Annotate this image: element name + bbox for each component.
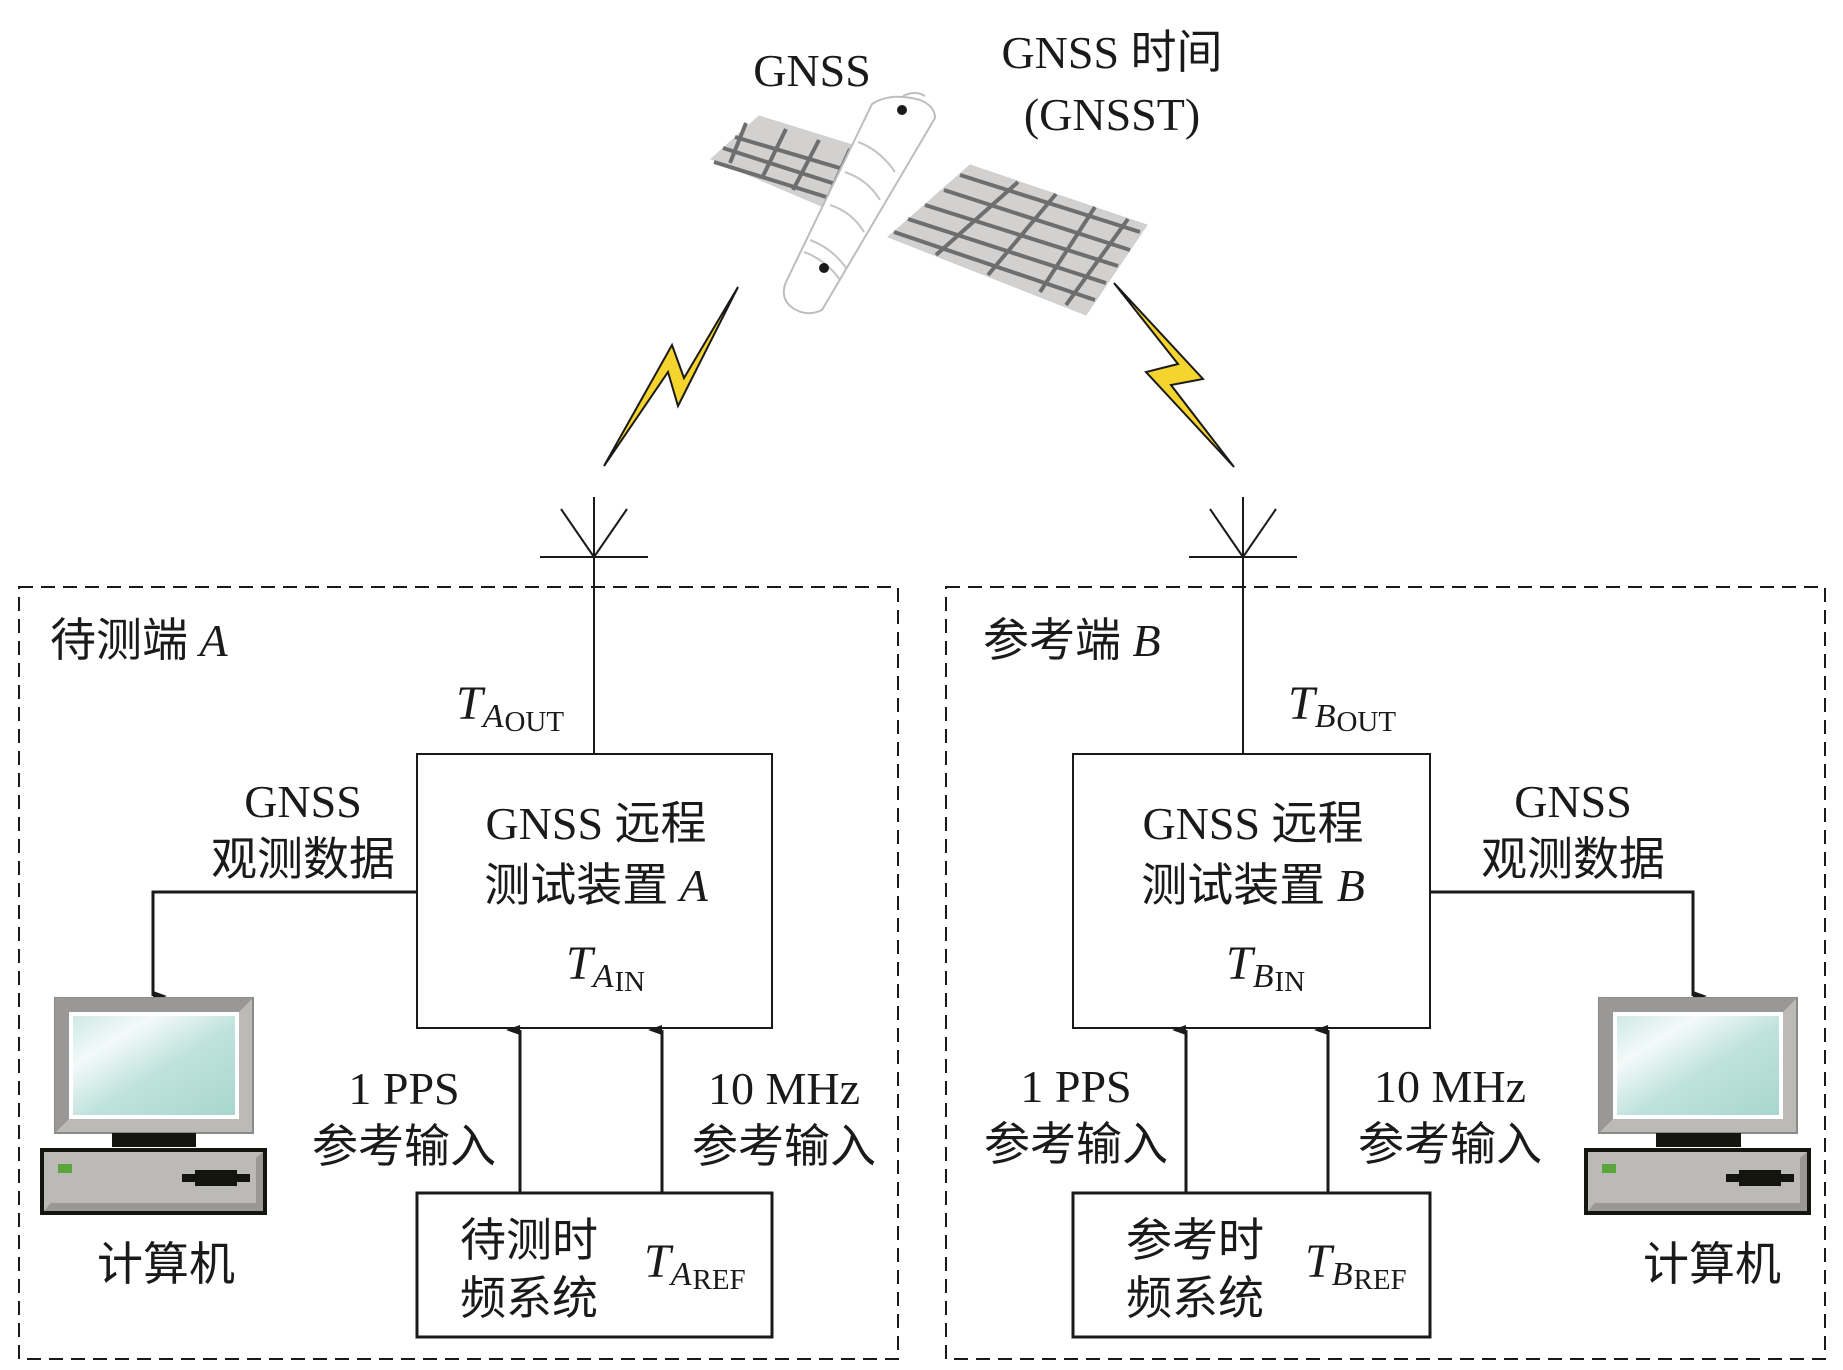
- mhz-label-b: 10 MHz 参考输入: [1358, 1061, 1542, 1170]
- t-in-a-label: TAIN: [566, 937, 646, 998]
- mhz-label-a: 10 MHz 参考输入: [692, 1063, 876, 1172]
- antenna-icon-b: [1189, 497, 1297, 754]
- power-led: [1602, 1164, 1616, 1173]
- t-ref-b-label: TBREF: [1305, 1235, 1407, 1296]
- power-led: [58, 1164, 72, 1173]
- solar-panel-right: [887, 164, 1148, 316]
- pps-label-b: 1 PPS 参考输入: [984, 1061, 1168, 1170]
- device-box-b: [1072, 753, 1431, 1029]
- signal-bolt-icon-right: [1113, 282, 1235, 468]
- t-in-b-label: TBIN: [1226, 937, 1306, 998]
- device-b-label: GNSS 远程 测试装置 B: [1141, 798, 1365, 911]
- sensor-dot: [819, 263, 829, 273]
- ref-system-a-label: 待测时 频系统: [460, 1215, 598, 1324]
- computer-icon-a: [40, 997, 267, 1215]
- gnss-time-label: GNSS 时间 (GNSST): [1001, 22, 1222, 146]
- obs-data-label-a: GNSS 观测数据: [211, 776, 395, 885]
- computer-a-label: 计算机: [97, 1239, 235, 1290]
- dashed-group-side-a: [18, 586, 899, 1360]
- side-b-title: 参考端 B: [983, 618, 1161, 664]
- satellite-icon: [710, 92, 1148, 316]
- obs-data-arrow-a: [151, 890, 417, 1001]
- dashed-group-side-b: [945, 586, 1826, 1360]
- t-out-a-label: TAOUT: [456, 677, 565, 738]
- gnss-time-label-line2: (GNSST): [1023, 89, 1201, 140]
- obs-data-label-b: GNSS 观测数据: [1481, 776, 1665, 885]
- signal-bolt-icon-left: [603, 286, 739, 467]
- side-a-title-var: A: [199, 615, 228, 666]
- ref-system-box-a: [415, 1191, 774, 1339]
- t-out-b-label: TBOUT: [1288, 677, 1397, 738]
- satellite-body: [782, 92, 937, 315]
- antenna-icon-a: [540, 497, 648, 754]
- computer-b-label: 计算机: [1643, 1239, 1781, 1290]
- obs-data-arrow-b: [1430, 890, 1707, 1001]
- device-a-label: GNSS 远程 测试装置 A: [484, 798, 708, 911]
- ref-system-box-b: [1071, 1191, 1432, 1339]
- side-a-title: 待测端 A: [50, 618, 228, 664]
- side-b-title-var: B: [1132, 615, 1161, 666]
- computer-icon-b: [1584, 997, 1811, 1215]
- pps-label-a: 1 PPS 参考输入: [312, 1063, 496, 1172]
- sensor-dot: [897, 105, 907, 115]
- ref-system-b-label: 参考时 频系统: [1126, 1215, 1264, 1324]
- device-box-a: [416, 753, 773, 1029]
- side-a-title-text: 待测端: [50, 615, 188, 666]
- side-b-title-text: 参考端: [983, 615, 1121, 666]
- t-ref-a-label: TAREF: [644, 1235, 746, 1296]
- gnss-time-label-line1: GNSS 时间: [1001, 27, 1223, 78]
- solar-panel-left: [710, 115, 873, 209]
- satellite-label: GNSS: [753, 45, 871, 96]
